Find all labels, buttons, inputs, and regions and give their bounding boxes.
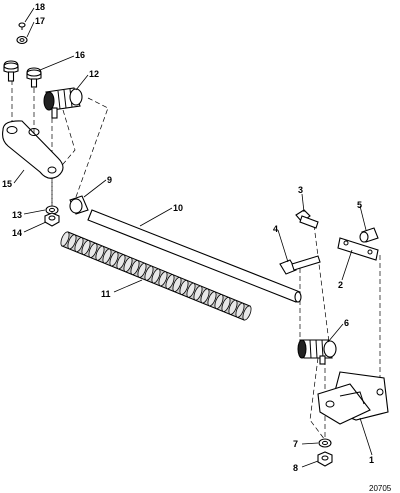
part-12-ball-joint-upper	[43, 87, 83, 119]
callout-17: 17	[35, 16, 45, 26]
part-6-ball-joint-lower	[297, 339, 337, 365]
sleeve-rib	[130, 260, 140, 275]
sleeve-rib	[221, 297, 231, 312]
sleeve-rib	[200, 288, 210, 304]
part-4-bolt	[279, 255, 321, 275]
callout-2: 2	[338, 280, 343, 290]
callout-16: 16	[75, 50, 85, 60]
part-5-bushing	[359, 227, 379, 243]
sleeve-rib	[88, 242, 98, 258]
callout-7: 7	[293, 439, 298, 449]
sleeve-ribs	[60, 231, 252, 321]
sleeve-rib	[81, 240, 91, 255]
part-18-small-screw	[18, 22, 26, 30]
callout-6: 6	[344, 318, 349, 328]
sleeve-rib	[144, 265, 154, 281]
sleeve-rib	[60, 231, 70, 247]
sleeve-rib	[158, 271, 168, 287]
sleeve-rib	[242, 305, 252, 321]
callout-8: 8	[293, 463, 298, 473]
callout-3: 3	[298, 185, 303, 195]
part-15-link-plate	[2, 120, 64, 179]
sleeve-rib	[214, 294, 224, 310]
callout-18: 18	[35, 2, 45, 12]
sleeve-rib	[109, 251, 119, 267]
figure-number: 20705	[369, 484, 392, 493]
sleeve-rib	[193, 285, 203, 301]
sleeve-rib	[151, 268, 161, 284]
callout-9: 9	[107, 175, 112, 185]
part-9-connector-nut	[69, 195, 89, 215]
sleeve-rib	[235, 302, 245, 318]
callout-11: 11	[101, 289, 111, 299]
sleeve-rib	[186, 282, 196, 298]
part-2-bracket-plate	[337, 237, 379, 261]
part-7-washer	[318, 438, 332, 448]
callout-15: 15	[2, 179, 12, 189]
sleeve-rib	[179, 279, 189, 295]
part-3-bolt	[295, 209, 319, 229]
callout-10: 10	[173, 203, 183, 213]
part-11-sleeve	[60, 231, 252, 321]
callout-12: 12	[89, 69, 99, 79]
callout-labels: 18 17 16 12 15 13 14 9 10 11 3 4 5 2 6 1…	[2, 2, 392, 493]
sleeve-rib	[123, 257, 133, 273]
part-10-shift-rod	[87, 209, 302, 303]
sleeve-rib	[67, 234, 77, 250]
callout-1: 1	[369, 455, 374, 465]
callout-14: 14	[12, 228, 22, 238]
sleeve-rib	[207, 291, 217, 307]
callout-5: 5	[357, 200, 362, 210]
sleeve-rib	[95, 245, 105, 261]
part-8-nut	[317, 451, 333, 467]
part-17-washer	[16, 35, 28, 45]
part-14-nut	[44, 212, 60, 227]
sleeve-rib	[137, 262, 147, 278]
callout-13: 13	[12, 210, 22, 220]
part-16-screw-right	[26, 67, 42, 88]
sleeve-rib	[165, 274, 175, 290]
sleeve-rib	[228, 299, 238, 315]
sleeve-rib	[102, 248, 112, 264]
sleeve-rib	[116, 254, 126, 270]
sleeve-rib	[172, 277, 182, 292]
callout-4: 4	[273, 224, 278, 234]
part-16-screw-left	[3, 60, 19, 82]
part-1-mounting-bracket	[317, 371, 389, 425]
leader-lines	[13, 7, 373, 468]
sleeve-rib	[74, 237, 84, 253]
